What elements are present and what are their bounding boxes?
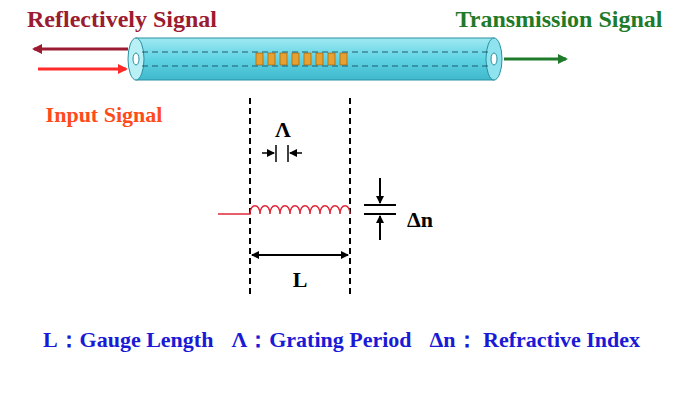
signal-name: Transmission Signal xyxy=(456,6,663,32)
signal-name: Input Signal xyxy=(46,103,163,127)
dimension-symbol: L xyxy=(293,268,308,292)
signal-name: Reflectively Signal xyxy=(27,6,217,32)
symbol-definition: Λ：Grating Period xyxy=(231,328,411,352)
dimension-symbol: Λ xyxy=(275,118,291,142)
legend-row: L：Gauge Length Λ：Grating Period Δn： Refrac… xyxy=(0,328,683,352)
symbol-definition: Δn： Refractive Index xyxy=(430,328,641,352)
dimension-symbol: Δn xyxy=(407,208,433,232)
symbol-definition: L：Gauge Length xyxy=(43,328,214,352)
